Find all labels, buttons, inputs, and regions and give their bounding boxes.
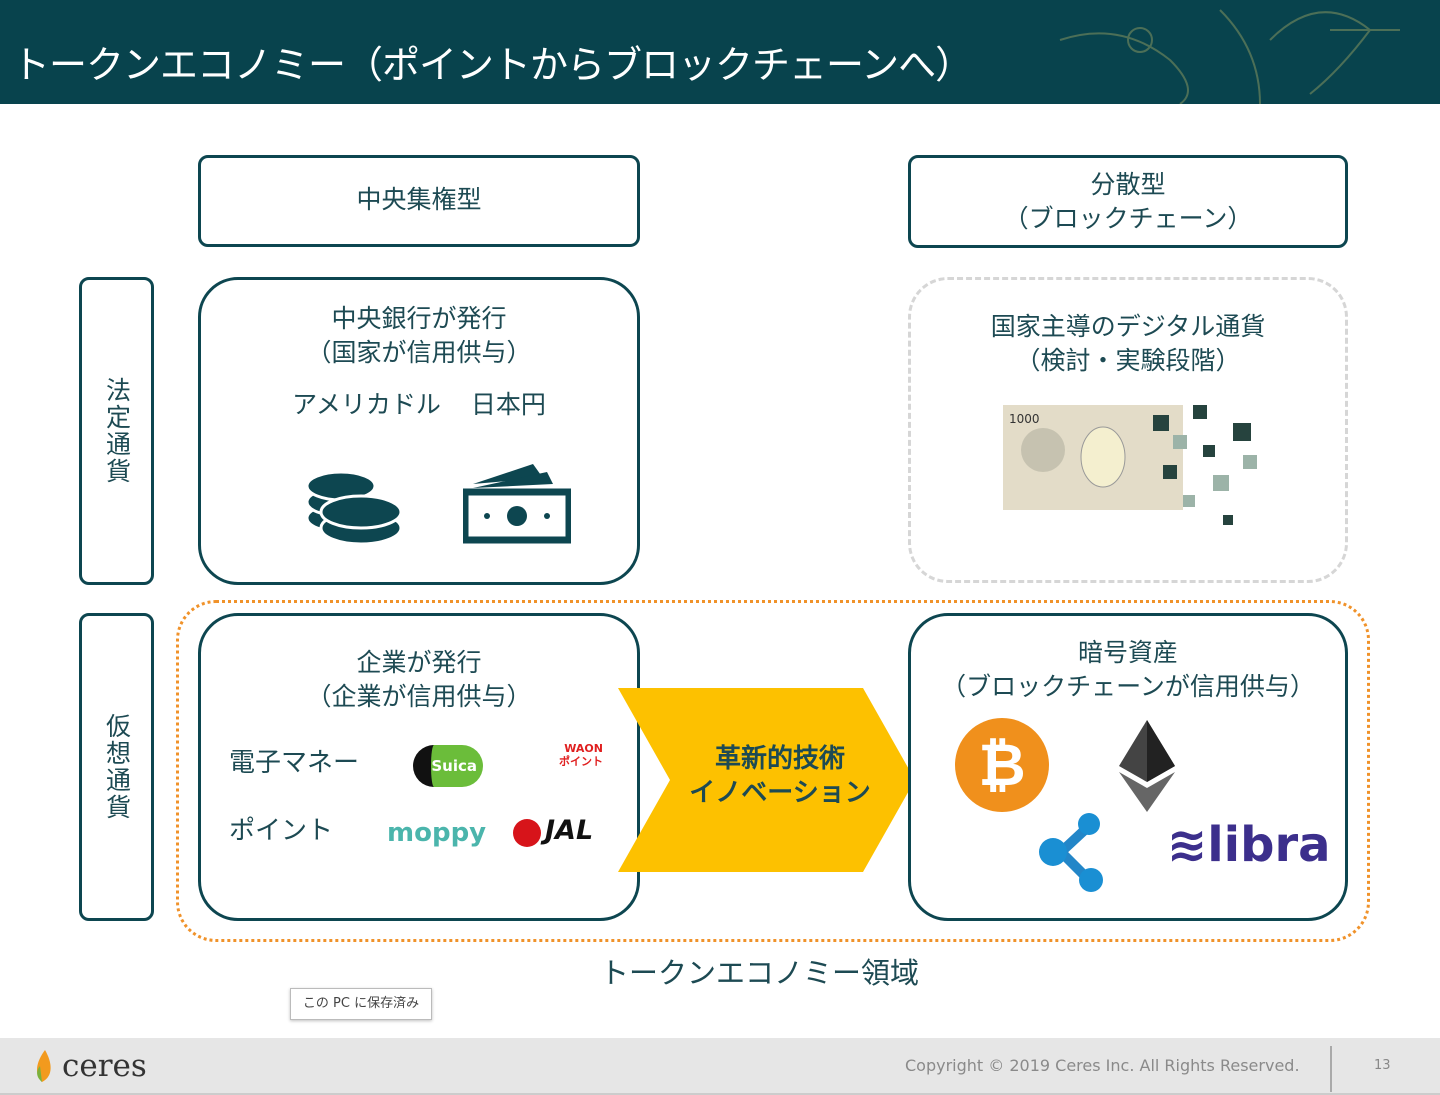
copyright: Copyright © 2019 Ceres Inc. All Rights R…	[905, 1056, 1300, 1075]
jal-logo: JAL	[545, 815, 594, 846]
central-bank-box: 中央銀行が発行 （国家が信用供与） アメリカドル日本円	[198, 277, 640, 585]
slide-title: トークンエコノミー（ポイントからブロックチェーンへ）	[12, 43, 973, 87]
suica-logo: Suica	[413, 745, 483, 787]
ceres-logo: ceres	[62, 1048, 147, 1084]
innovation-line1: 革新的技術	[714, 744, 845, 774]
box-title: 中央銀行が発行	[331, 304, 507, 333]
slide-footer: ceres Copyright © 2019 Ceres Inc. All Ri…	[0, 1038, 1440, 1095]
digital-yen-note-image: 1000	[1003, 405, 1257, 525]
column-header-decentralized: 分散型 （ブロックチェーン）	[908, 155, 1348, 248]
libra-waves-icon: ≋	[1167, 817, 1208, 873]
crypto-assets-box: 暗号資産 （ブロックチェーンが信用供与） ₿ ≋libra	[908, 613, 1348, 921]
ethereum-icon	[1119, 720, 1175, 812]
box-subtitle: （国家が信用供与）	[306, 338, 532, 367]
row-label: 仮想通貨	[102, 713, 132, 821]
column-sublabel: （ブロックチェーン）	[1003, 204, 1253, 233]
box-subtitle: （ブロックチェーンが信用供与）	[941, 672, 1315, 701]
points-label: ポイント	[229, 816, 334, 846]
box-subtitle: （検討・実験段階）	[1015, 346, 1241, 375]
row-header-legal: 法定通貨	[79, 277, 154, 585]
box-title: 企業が発行	[356, 648, 482, 677]
token-economy-region	[176, 600, 1370, 942]
innovation-arrow	[618, 688, 915, 872]
region-label: トークンエコノミー領域	[600, 956, 920, 990]
box-title: 暗号資産	[1077, 638, 1178, 667]
page-number: 13	[1374, 1058, 1391, 1073]
slide-header: トークンエコノミー（ポイントからブロックチェーンへ）	[0, 0, 1440, 104]
column-label: 分散型	[1090, 170, 1166, 199]
note-value: 1000	[1009, 412, 1040, 426]
cbdc-box: 国家主導のデジタル通貨 （検討・実験段階） 1000	[908, 277, 1348, 583]
box-title: 国家主導のデジタル通貨	[990, 312, 1266, 341]
saved-status-tooltip: この PC に保存済み	[290, 988, 432, 1020]
ripple-icon	[1039, 813, 1103, 892]
row-label: 法定通貨	[102, 377, 132, 485]
usd-label: アメリカドル	[292, 390, 441, 419]
box-subtitle: （企業が信用供与）	[306, 682, 532, 711]
row-header-virtual: 仮想通貨	[79, 613, 154, 921]
ceres-flame-icon	[36, 1050, 51, 1082]
innovation-line2: イノベーション	[689, 778, 871, 808]
jal-crane-icon	[513, 819, 541, 847]
innovation-text: 革新的技術 イノベーション	[660, 742, 900, 810]
libra-logo: ≋libra	[1167, 821, 1331, 869]
emoney-label: 電子マネー	[229, 748, 360, 778]
column-header-centralized: 中央集権型	[198, 155, 640, 247]
bitcoin-icon: ₿	[955, 718, 1049, 812]
moppy-logo: moppy	[387, 818, 487, 848]
banknote-icon	[463, 464, 571, 544]
libra-text: libra	[1207, 817, 1331, 873]
jpy-label: 日本円	[470, 390, 546, 419]
column-label: 中央集権型	[356, 185, 482, 214]
floral-ornament-icon	[1059, 9, 1400, 104]
coins-icon	[305, 470, 403, 546]
footer-divider	[1330, 1046, 1332, 1092]
